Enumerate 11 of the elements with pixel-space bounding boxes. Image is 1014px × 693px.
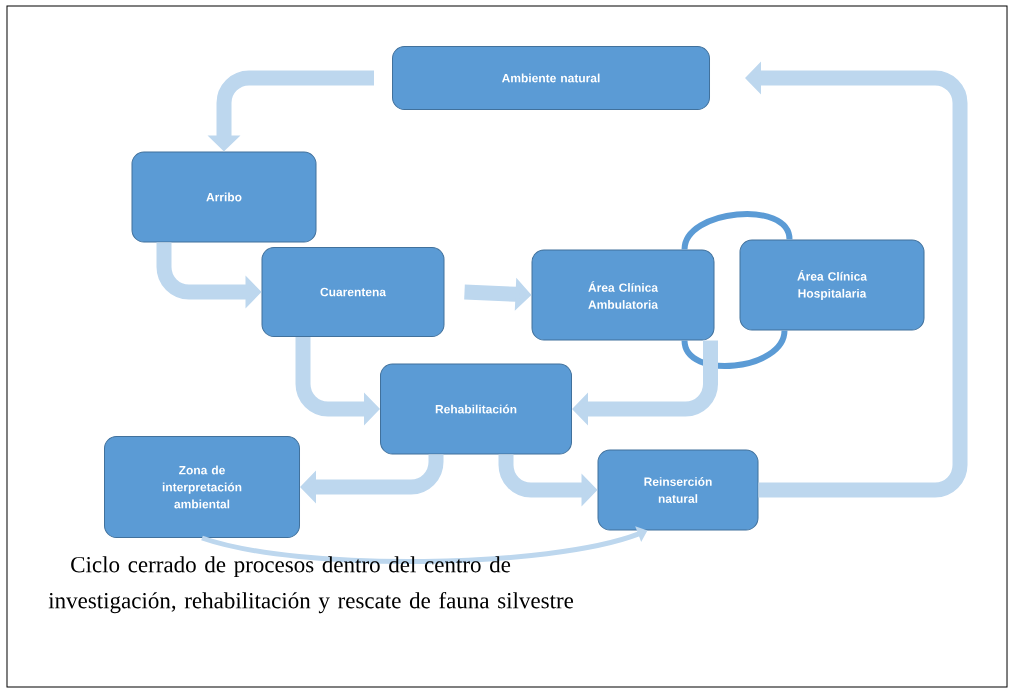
process-box: Ambiente natural: [392, 46, 710, 110]
process-box: Arribo: [131, 151, 317, 243]
process-box: Cuarentena: [261, 247, 445, 337]
arrow: [572, 340, 718, 426]
process-box: Área Clínica Hospitalaria: [739, 239, 925, 331]
arrow: [300, 454, 444, 504]
process-box: Reinserción natural: [597, 449, 759, 531]
process-box: Área Clínica Ambulatoria: [531, 249, 715, 341]
caption: Ciclo cerrado de procesos dentro del centro de investigación, rehabilitación y rescate de fauna silvestre: [48, 556, 574, 614]
process-box: Zona de interpretación ambiental: [104, 436, 300, 538]
process-box: Rehabilitación: [380, 363, 572, 455]
